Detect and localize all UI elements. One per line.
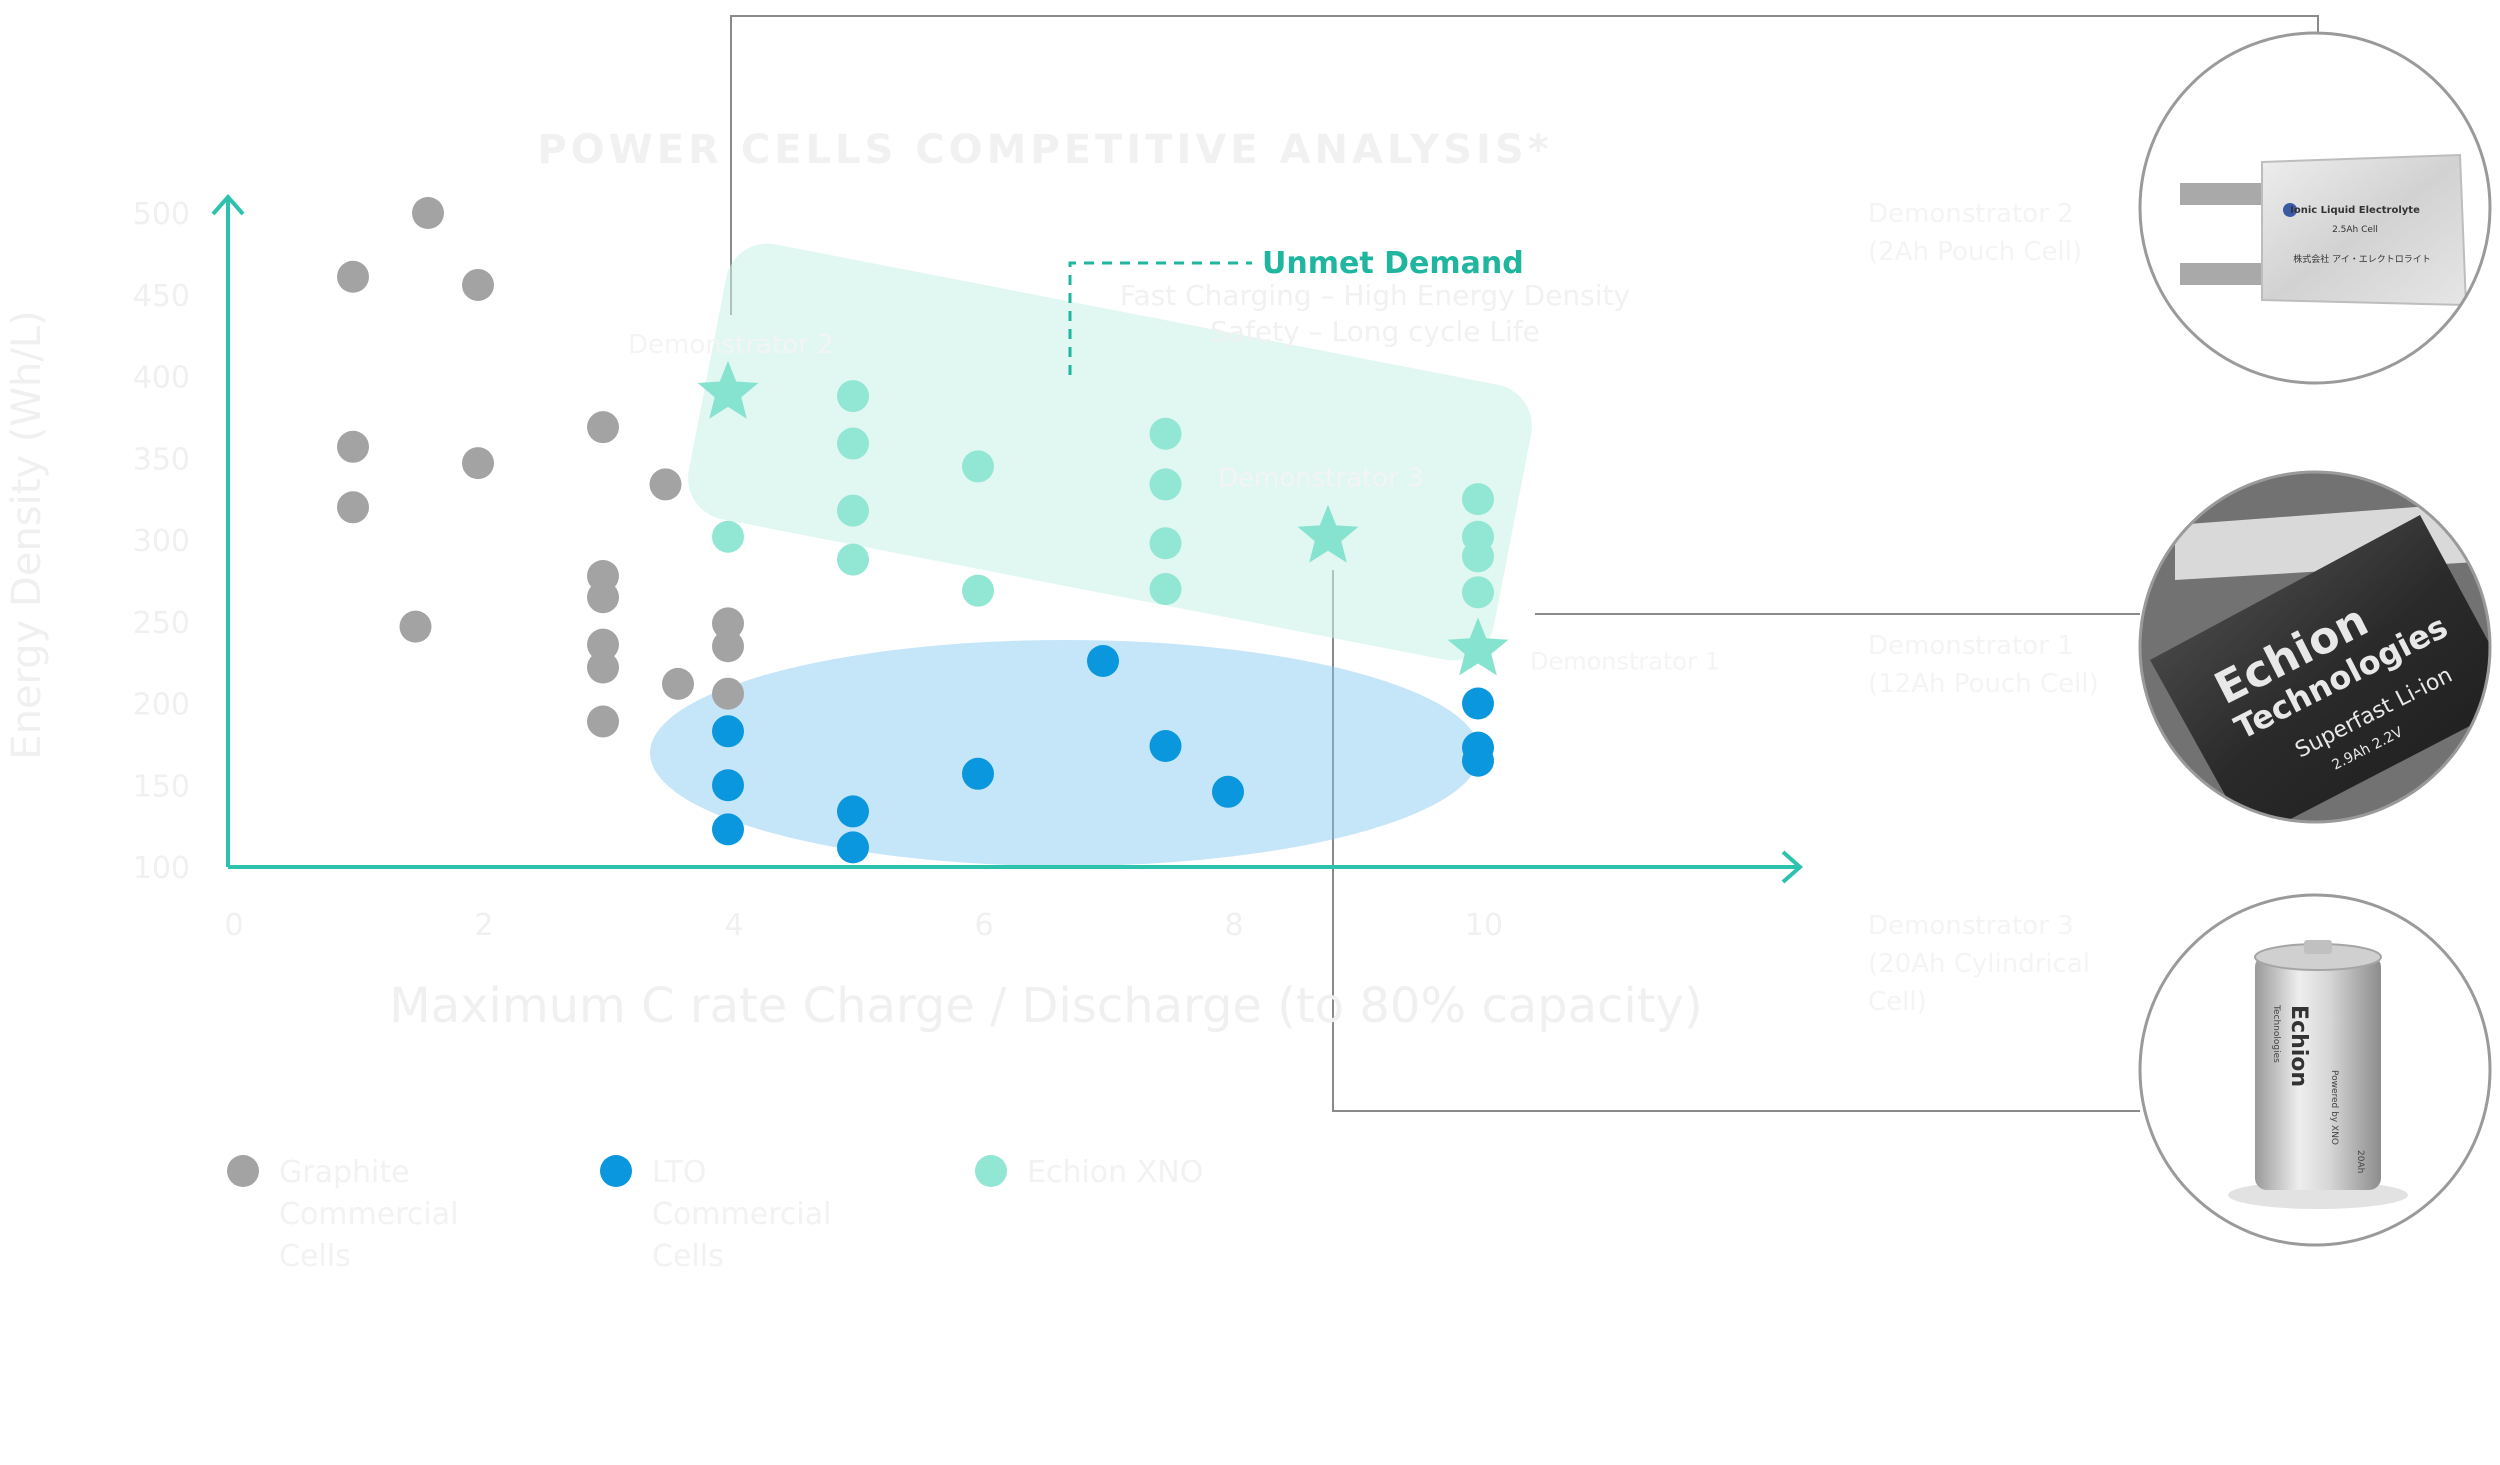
legend-item-lto: LTO Commercial Cells	[600, 1152, 882, 1278]
x-tick-label: 4	[724, 908, 743, 943]
echion-zone	[688, 243, 1532, 661]
point-graphite	[462, 447, 494, 480]
point-lto	[1462, 744, 1494, 777]
point-echion	[1149, 527, 1182, 560]
point-lto	[1212, 775, 1244, 808]
photo-label-demonstrator-3: Demonstrator 3 (20Ah Cylindrical Cell)	[1868, 911, 2091, 1017]
cylinder-brand-3: Powered by XNO	[2329, 1070, 2339, 1145]
point-graphite	[587, 411, 619, 444]
photo-label-demonstrator-2: Demonstrator 2 (2Ah Pouch Cell)	[1868, 199, 2083, 267]
demonstrator-label: Demonstrator 3	[1218, 464, 1424, 494]
connector-demonstrator-3	[1332, 570, 2140, 1112]
star-demonstrator-1	[1447, 617, 1509, 676]
y-tick-label: 250	[133, 606, 190, 641]
y-tick-label: 100	[133, 851, 190, 886]
demonstrator-label: Demonstrator 2	[628, 330, 834, 360]
point-lto	[1087, 644, 1119, 677]
point-graphite	[649, 468, 682, 501]
photo-demonstrator-2: Ionic Liquid Electrolyte 2.5Ah Cell 株式会社…	[2138, 31, 2492, 385]
legend-marker-lto	[600, 1155, 632, 1187]
legend-item-echion: Echion XNO	[975, 1152, 1257, 1194]
legend-marker-echion	[975, 1155, 1007, 1187]
legend-item-graphite: Graphite Commercial Cells	[227, 1152, 509, 1278]
point-echion	[1462, 540, 1494, 573]
legend-label-echion: Echion XNO	[1027, 1155, 1204, 1190]
cylinder-brand-1: Echion	[2286, 1005, 2311, 1087]
axes	[211, 193, 1804, 884]
y-tick-label: 150	[133, 769, 190, 804]
x-tick-label: 0	[224, 908, 243, 943]
pouch-label-1: Ionic Liquid Electrolyte	[2290, 205, 2420, 216]
y-tick-label: 350	[133, 442, 190, 477]
x-tick-label: 6	[974, 908, 993, 943]
photo-demonstrator-3: Echion Technologies Powered by XNO 20Ah	[2138, 893, 2492, 1247]
point-graphite	[337, 260, 369, 293]
legend-marker-graphite	[227, 1155, 259, 1187]
y-tick-label: 400	[133, 361, 190, 396]
unmet-demand-line-1: Fast Charging – High Energy Density	[1120, 279, 1630, 312]
lto-zone	[650, 640, 1480, 866]
y-tick-label: 300	[133, 524, 190, 559]
point-graphite	[462, 268, 494, 301]
point-echion	[837, 494, 869, 527]
unmet-demand-line-2: Safety – Long cycle Life	[1210, 315, 1540, 348]
point-graphite	[712, 607, 744, 640]
point-lto	[1462, 687, 1494, 720]
point-echion	[837, 427, 869, 460]
point-graphite	[412, 197, 444, 229]
cylinder-brand-2: Technologies	[2271, 1004, 2281, 1063]
point-lto	[1149, 730, 1182, 763]
point-graphite	[587, 651, 619, 684]
point-graphite	[712, 630, 744, 663]
x-tick-label: 2	[474, 908, 493, 943]
point-lto	[712, 813, 744, 846]
point-echion	[962, 450, 994, 483]
legend-label-graphite: Graphite Commercial Cells	[279, 1155, 459, 1274]
point-lto	[712, 715, 744, 748]
point-echion	[962, 574, 994, 607]
y-axis-label: Energy Density (Wh/L)	[4, 310, 50, 759]
point-graphite	[337, 430, 369, 463]
point-graphite	[662, 667, 694, 700]
demonstrator-label: Demonstrator 1	[1530, 648, 1720, 676]
point-graphite	[337, 491, 369, 524]
point-echion	[1149, 573, 1182, 606]
connector-demonstrator-2	[730, 15, 2319, 315]
x-tick-label: 8	[1224, 908, 1243, 943]
pouch-label-3: 株式会社 アイ・エレクトロライト	[2293, 253, 2430, 265]
point-echion	[1462, 576, 1494, 609]
point-graphite	[587, 628, 619, 661]
x-tick-label: 10	[1465, 908, 1503, 943]
point-graphite	[712, 677, 744, 710]
point-echion	[837, 380, 869, 413]
point-lto	[712, 769, 744, 802]
y-tick-label: 500	[133, 197, 190, 232]
photo-demonstrator-1: Echion Technologies Superfast Li-ion 2.9…	[2138, 470, 2492, 824]
point-lto	[837, 831, 869, 864]
point-graphite	[587, 705, 619, 738]
point-graphite	[587, 581, 619, 614]
point-echion	[1462, 483, 1494, 516]
legend-label-lto: LTO Commercial Cells	[652, 1155, 832, 1274]
unmet-demand-title: Unmet Demand	[1262, 246, 1524, 281]
point-echion	[1149, 417, 1182, 450]
cylinder-brand-4: 20Ah	[2355, 1150, 2365, 1173]
point-echion	[712, 520, 744, 553]
pouch-label-2: 2.5Ah Cell	[2332, 225, 2378, 235]
star-demonstrator-2	[697, 360, 759, 419]
point-echion	[1149, 468, 1182, 501]
chart-title: POWER CELLS COMPETITIVE ANALYSIS*	[537, 127, 1552, 173]
x-axis-label: Maximum C rate Charge / Discharge (to 80…	[389, 978, 1702, 1034]
point-lto	[962, 757, 994, 790]
photo-label-demonstrator-1: Demonstrator 1 (12Ah Pouch Cell)	[1868, 631, 2099, 699]
y-tick-label: 450	[133, 279, 190, 314]
point-graphite	[399, 610, 432, 643]
y-tick-label: 200	[133, 688, 190, 723]
point-echion	[837, 543, 869, 576]
point-lto	[837, 795, 869, 828]
star-demonstrator-3	[1297, 504, 1359, 563]
unmet-demand-bracket	[1068, 261, 1252, 375]
